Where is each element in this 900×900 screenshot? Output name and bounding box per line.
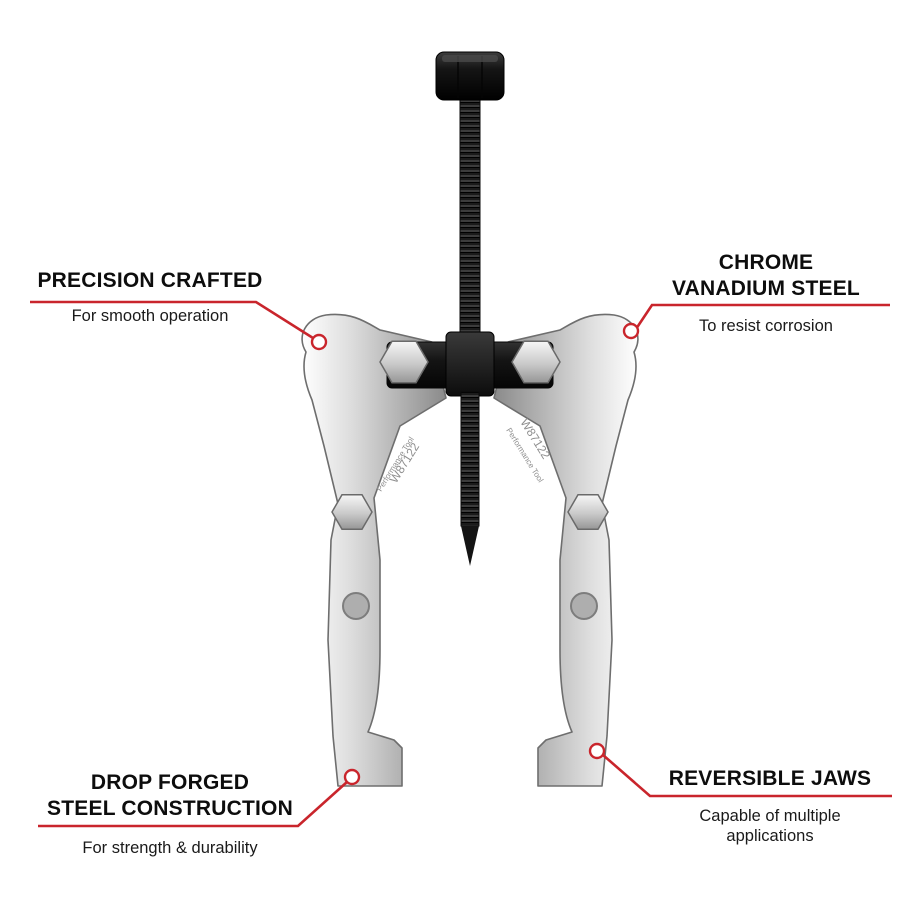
forcing-screw-lower (460, 391, 480, 566)
callout-title: REVERSIBLE JAWS (640, 766, 900, 792)
pivot-bolt-left (379, 340, 429, 384)
title-line: PRECISION CRAFTED (37, 269, 263, 292)
leader-chrome-vanadium (634, 303, 890, 330)
marker-reversible-jaws (588, 742, 606, 760)
pivot-bolt-right (511, 340, 561, 384)
callout-subtitle: For strength & durability (35, 838, 305, 858)
callout-title: PRECISION CRAFTED (25, 268, 275, 294)
title-line: REVERSIBLE JAWS (668, 767, 872, 790)
callout-reversible-jaws: REVERSIBLE JAWS Capable of multiple appl… (640, 766, 900, 846)
callout-chrome-vanadium-steel: CHROME VANADIUM STEEL To resist corrosio… (640, 250, 892, 336)
marker-chrome-vanadium (622, 322, 640, 340)
subtitle-line: Capable of multiple (699, 807, 841, 825)
title-line: STEEL CONSTRUCTION (47, 797, 293, 820)
hex-head (435, 51, 505, 101)
marker-drop-forged (343, 768, 361, 786)
title-line: CHROME (718, 251, 814, 274)
callout-annotations (30, 300, 892, 828)
callout-title: CHROME VANADIUM STEEL (640, 250, 892, 302)
callout-subtitle: For smooth operation (25, 306, 275, 326)
leader-precision-crafted (30, 300, 314, 340)
subtitle-line: For strength & durability (82, 839, 258, 857)
callout-drop-forged-steel-construction: DROP FORGED STEEL CONSTRUCTION For stren… (35, 770, 305, 858)
callout-precision-crafted: PRECISION CRAFTED For smooth operation (25, 268, 275, 326)
callout-subtitle: To resist corrosion (640, 316, 892, 336)
puller-tool: Performance Tool W87122 Performance Tool… (301, 51, 639, 787)
subtitle-line: applications (726, 827, 814, 845)
screw-tip (461, 526, 479, 566)
subtitle-line: To resist corrosion (699, 317, 833, 335)
callout-title: DROP FORGED STEEL CONSTRUCTION (35, 770, 305, 822)
leader-reversible-jaws (602, 754, 892, 798)
marker-precision-crafted (310, 333, 328, 351)
subtitle-line: For smooth operation (71, 307, 229, 325)
leader-drop-forged (38, 781, 348, 828)
title-line: VANADIUM STEEL (672, 277, 860, 300)
forcing-screw-upper (459, 95, 481, 347)
title-line: DROP FORGED (90, 771, 250, 794)
callout-subtitle: Capable of multiple applications (640, 806, 900, 846)
